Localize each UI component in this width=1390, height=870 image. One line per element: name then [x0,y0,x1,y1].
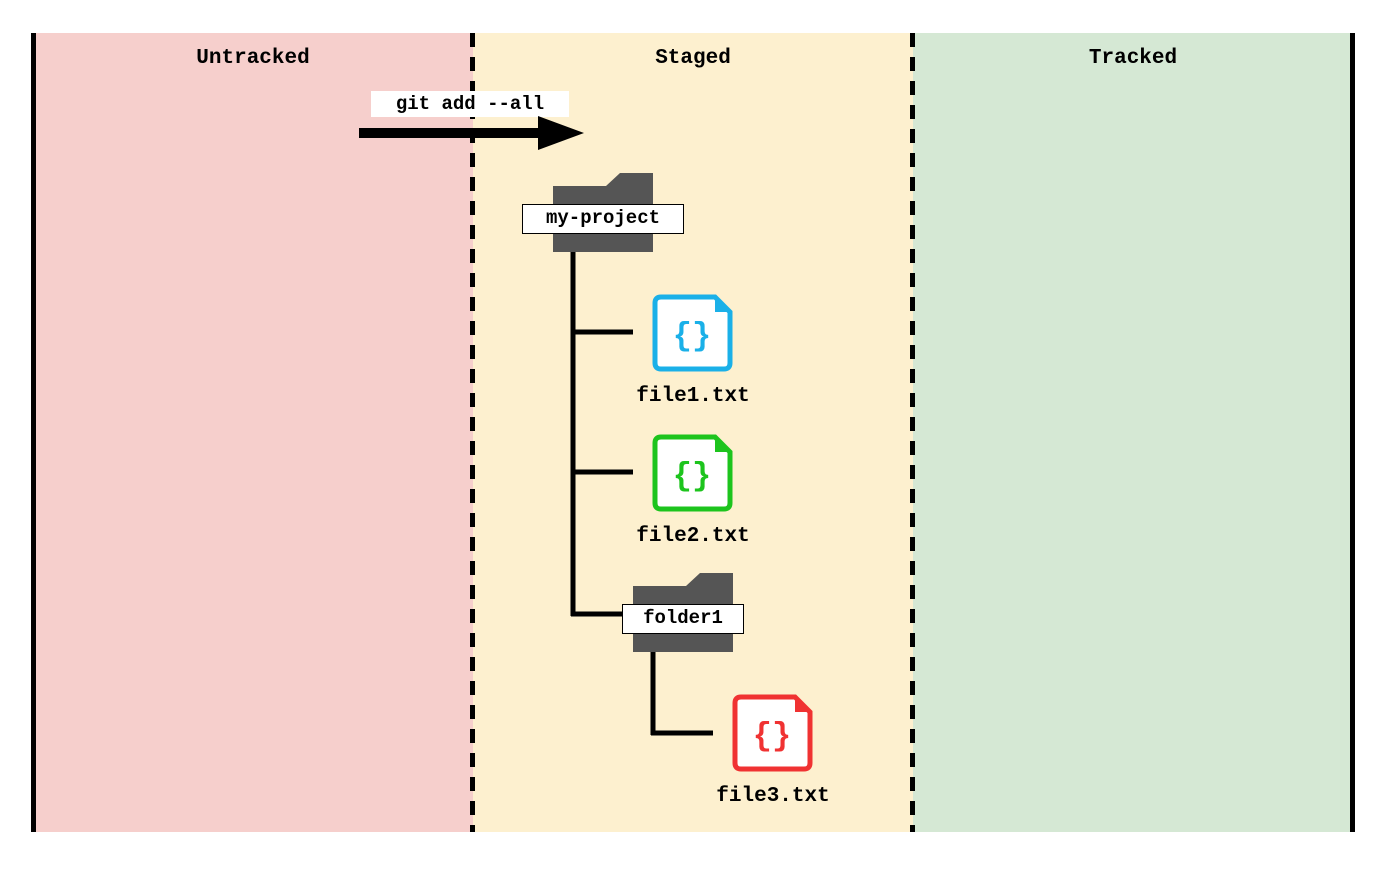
right-border [1350,33,1355,832]
folder-label-my-project: my-project [522,204,684,234]
file-label-file2: file2.txt [636,525,750,548]
arrow-right-icon [359,116,584,150]
zone-staged [473,33,913,832]
svg-text:{}: {} [673,318,711,355]
code-file-icon-file1: {} [652,294,733,372]
svg-text:{}: {} [673,458,711,495]
zone-untracked [33,33,473,832]
folder-label-folder1: folder1 [622,604,744,634]
zone-title-staged: Staged [655,47,731,70]
code-file-icon-file2: {} [652,434,733,512]
svg-text:{}: {} [753,718,791,755]
left-border [31,33,36,832]
zone-title-untracked: Untracked [196,47,310,70]
file-label-file3: file3.txt [716,785,830,808]
command-label: git add --all [371,91,569,117]
tree-lines [570,248,713,736]
code-file-icon-file3: {} [732,694,813,772]
zone-tracked [913,33,1353,832]
staged-tracked-divider [910,33,915,832]
file-label-file1: file1.txt [636,385,750,408]
untracked-staged-divider [470,33,475,832]
zone-title-tracked: Tracked [1088,47,1178,70]
